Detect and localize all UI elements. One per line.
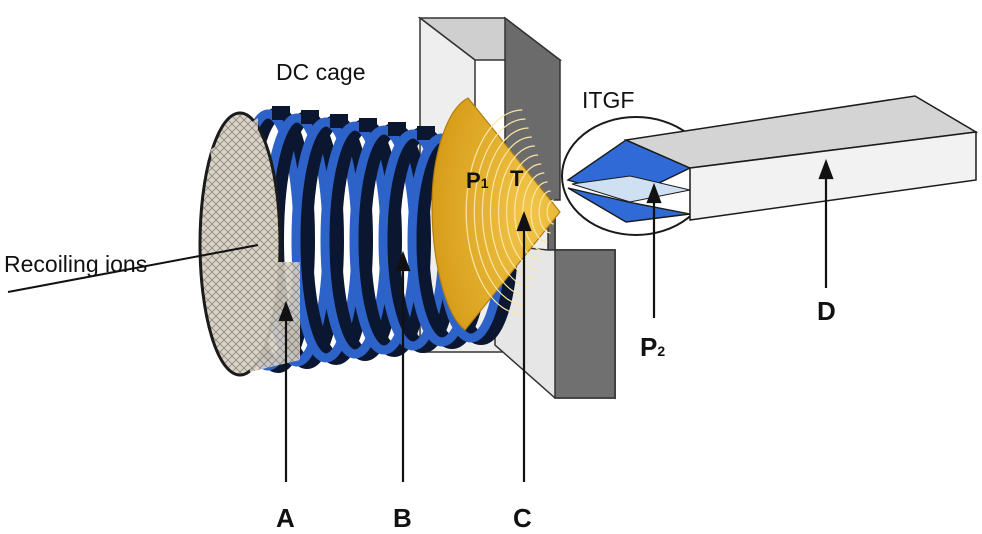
cone-arc [538,190,551,234]
label-a: A [276,503,295,533]
cone-arc [514,163,542,261]
cage-ring-tab [417,126,435,140]
recoiling-ions-beam [7,244,259,293]
cage-ring-tab [301,110,319,124]
label-d: D [817,296,836,326]
cone-body [431,97,561,331]
cone-arc [546,199,554,225]
label-p1-base: P [466,168,481,193]
cone-arc [489,136,532,288]
pointer-arrows [278,158,834,482]
cone-arc [522,172,545,252]
cage-ring-tab [330,114,348,128]
cone-arc [530,181,548,243]
exit-cone [431,97,561,331]
label-p2-base: P [640,332,657,362]
label-dc-cage: DC cage [276,59,365,85]
arrow-b-head [395,250,411,272]
cage-ring-tab [388,122,406,136]
label-b: B [393,503,412,533]
cone-arc [465,109,523,315]
cone-arc [473,118,526,306]
label-p2-sub: 2 [657,343,665,359]
label-c: C [513,503,532,533]
label-p2: P2 [640,332,665,362]
cage-ring-tab [272,106,290,120]
arrow-d-head [818,158,834,180]
arrow-p2-head [646,182,662,204]
channel-front-face [689,131,977,221]
label-itgf: ITGF [582,87,634,113]
label-p1: P1 [466,168,489,193]
arrow-a-head [278,300,294,322]
label-recoiling-ions: Recoiling ions [4,251,147,277]
cone-arc [481,127,529,297]
label-p1-sub: 1 [481,175,489,191]
cone-arc [498,145,535,279]
gas-channel [623,95,979,221]
cone-electrode-arcs [465,109,554,315]
block-lower-side [554,249,616,399]
arrow-c-head [516,210,532,232]
cage-ring-tab [359,118,377,132]
label-t: T [510,166,524,191]
